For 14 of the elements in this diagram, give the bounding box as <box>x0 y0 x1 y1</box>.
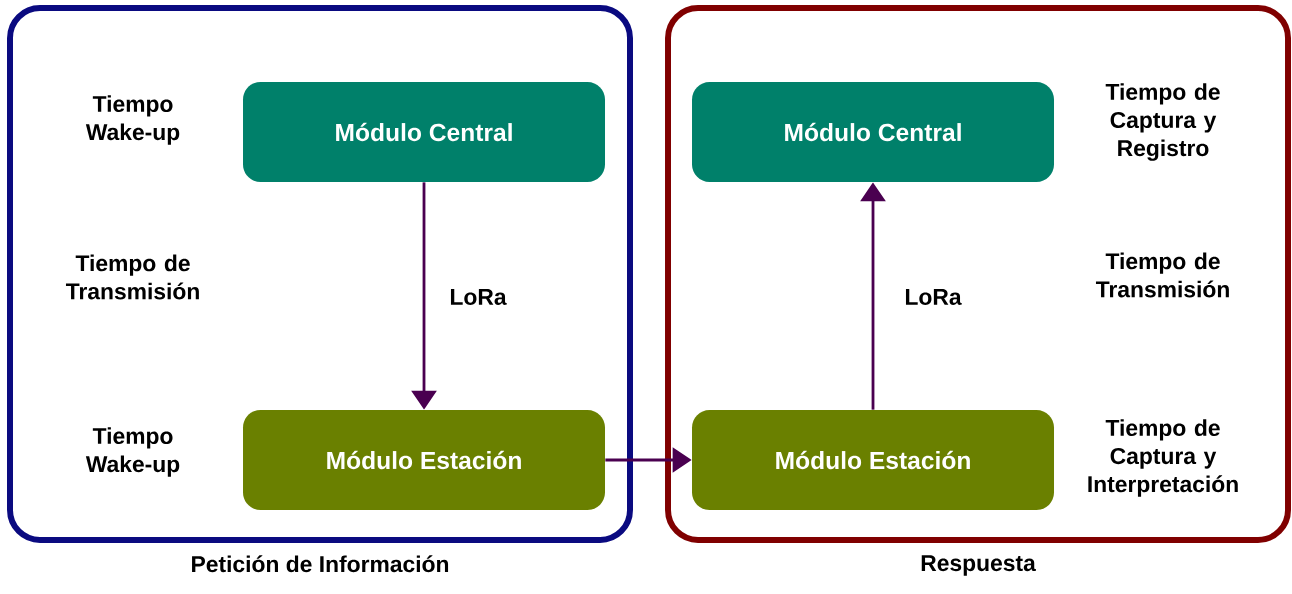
module-box: Módulo Estación <box>692 410 1054 510</box>
node-label: Petición de Información <box>192 555 449 573</box>
time-label: Tiempo de Captura y Interpretación <box>1088 419 1238 497</box>
edge-label: LoRa <box>900 285 966 309</box>
time-label: Tiempo Wake-up <box>85 95 180 145</box>
edge-label: LoRa <box>445 285 511 309</box>
time-label: Tiempo Wake-up <box>85 427 180 477</box>
time-label: Tiempo de Transmisión <box>65 254 199 300</box>
module-box: Módulo Estación <box>243 410 605 510</box>
module-box: Módulo Central <box>692 82 1054 182</box>
module-box: Módulo Central <box>243 82 605 182</box>
node-label: Respuesta <box>921 555 1036 576</box>
time-label: Tiempo de Captura y Registro <box>1105 83 1220 161</box>
time-label: Tiempo de Transmisión <box>1095 252 1229 298</box>
